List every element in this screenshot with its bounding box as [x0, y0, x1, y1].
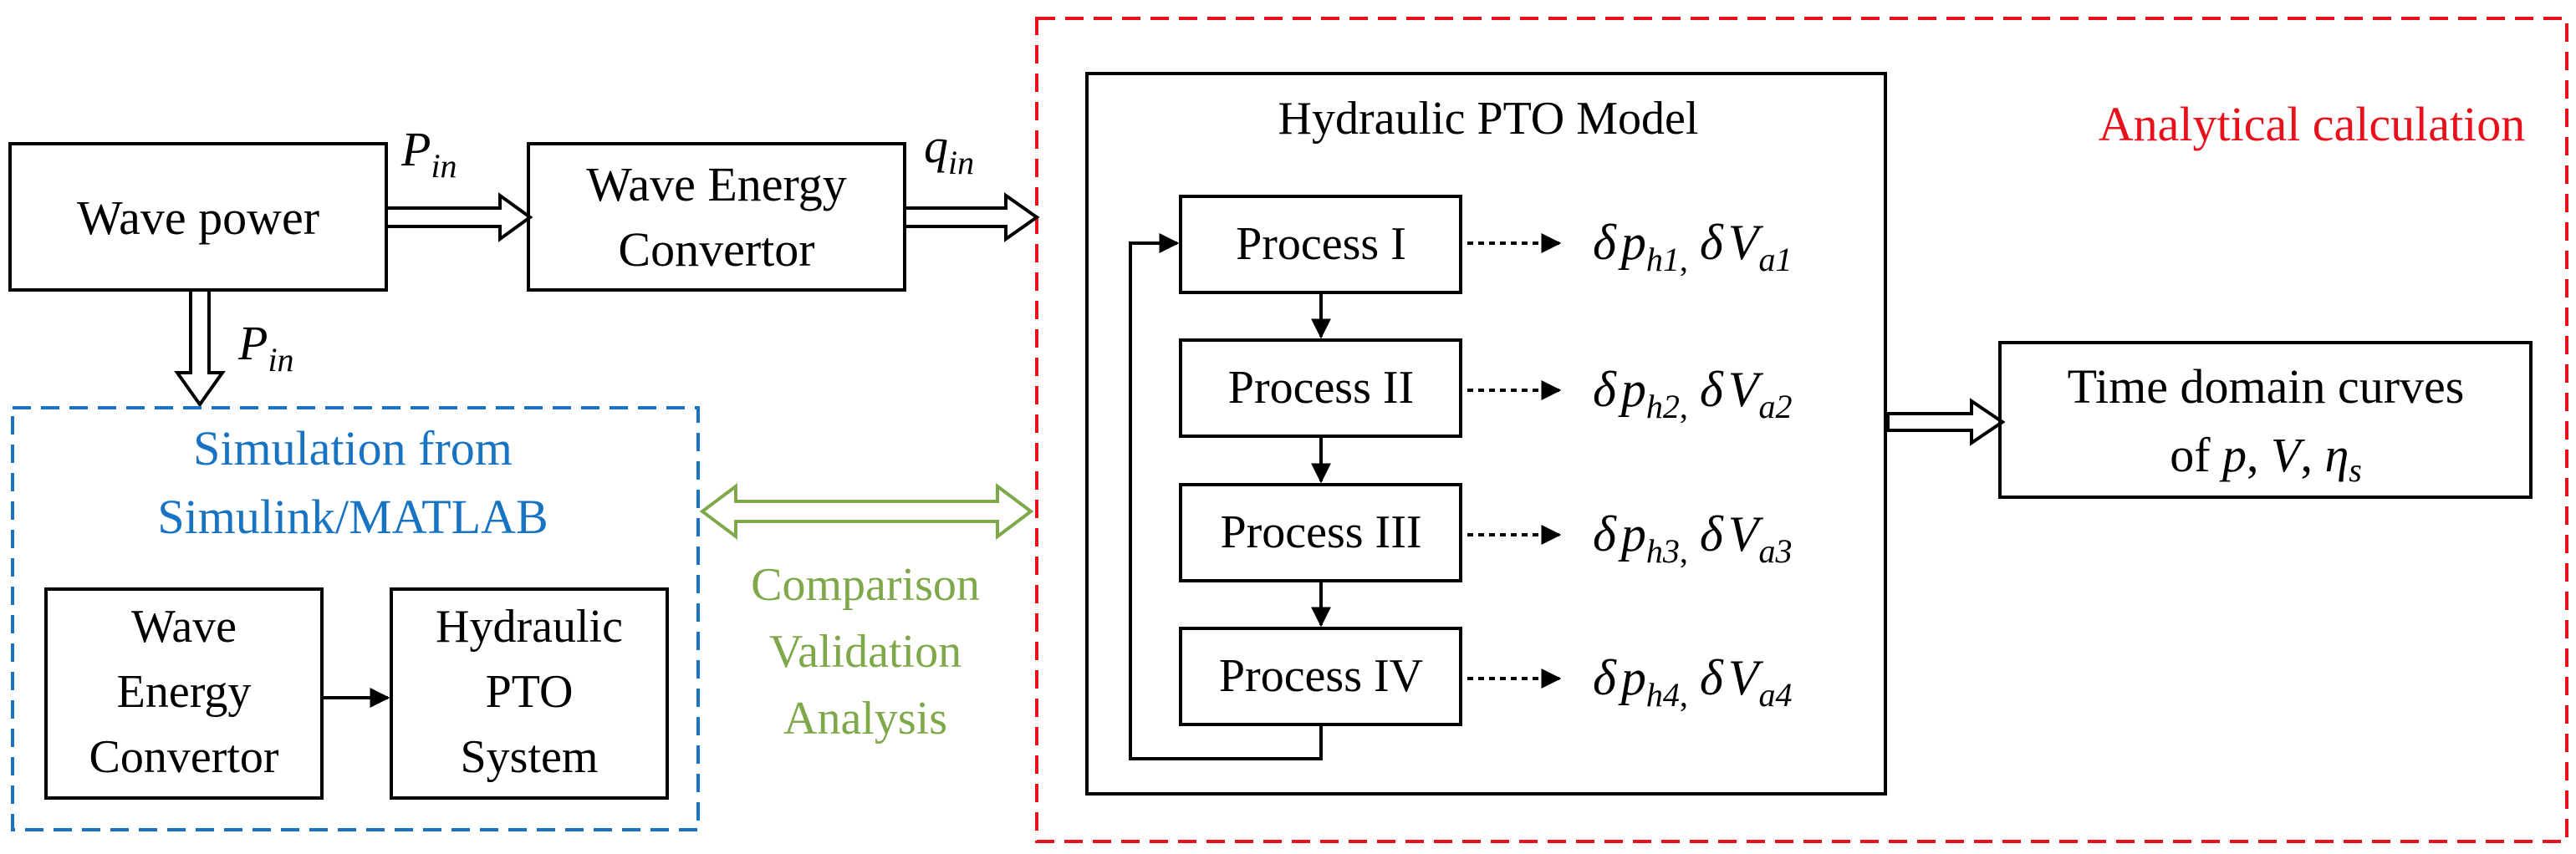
process-iii-block: Process III: [1179, 483, 1462, 582]
analytical-title: Analytical calculation: [2099, 97, 2526, 151]
delta-symbol: δ: [1700, 362, 1724, 417]
v-subscript: a3: [1758, 532, 1792, 570]
comparison-line3: Analysis: [783, 693, 947, 745]
delta-symbol: δ: [1700, 650, 1724, 705]
p-symbol: p: [1618, 650, 1646, 705]
p-subscript: h3: [1646, 532, 1680, 570]
simulation-title-line2: Simulink/MATLAB: [157, 490, 548, 544]
comma: ,: [1680, 532, 1688, 570]
var-p: p: [2219, 428, 2247, 482]
sim-wec-line2: Energy: [117, 666, 252, 718]
delta-symbol: δ: [1700, 506, 1724, 562]
simulation-title-line1: Simulation from: [193, 421, 513, 475]
sep2: ,: [2300, 428, 2313, 482]
p-subscript: h1: [1646, 241, 1680, 278]
of-label: of: [2170, 428, 2211, 482]
p-in-down-label: Pin: [237, 316, 294, 379]
process-iv-label: Process IV: [1219, 650, 1423, 702]
delta-symbol: δ: [1593, 650, 1617, 705]
wave-power-label: Wave power: [77, 191, 319, 245]
p-subscript: h2: [1646, 388, 1680, 425]
var-eta: η: [2324, 428, 2349, 482]
sim-wec-box: [44, 587, 324, 800]
sep1: ,: [2247, 428, 2259, 482]
hydraulic-pto-model-title: Hydraulic PTO Model: [1278, 93, 1699, 145]
time-domain-line2: of p, V, ηs: [2170, 428, 2362, 489]
p-symbol: p: [1618, 362, 1646, 417]
p-in-down-symbol: P: [237, 316, 268, 370]
v-subscript: a4: [1758, 676, 1792, 714]
v-subscript: a2: [1758, 388, 1792, 425]
comma: ,: [1680, 388, 1688, 425]
var-v: V: [2271, 428, 2306, 482]
q-in-label: qin: [924, 119, 974, 181]
simulation-region-border: [11, 406, 700, 831]
p-in-top-symbol: P: [400, 122, 431, 176]
delta-symbol: δ: [1593, 362, 1617, 417]
comma: ,: [1680, 241, 1688, 278]
comma: ,: [1680, 676, 1688, 714]
analytical-region-border: [1035, 17, 2568, 843]
p-symbol: p: [1618, 215, 1646, 270]
q-in-symbol: q: [924, 119, 948, 173]
delta-symbol: δ: [1593, 506, 1617, 562]
hollow-arrow-wave-to-simulation: [174, 288, 226, 408]
sim-pto-line3: System: [461, 731, 599, 783]
p-subscript: h4: [1646, 676, 1680, 714]
delta-symbol: δ: [1700, 215, 1724, 270]
p-in-top-subscript: in: [431, 147, 457, 185]
p-in-top-label: Pin: [400, 122, 457, 185]
p-in-down-subscript: in: [268, 341, 293, 379]
q-in-subscript: in: [948, 144, 974, 181]
sim-wec-line1: Wave: [131, 601, 237, 653]
process-ii-block: Process II: [1179, 338, 1462, 438]
hollow-arrow-wave-to-wec: [385, 192, 533, 242]
process-iv-block: Process IV: [1179, 627, 1462, 726]
wec-line2: Convertor: [618, 222, 814, 277]
process-i-block: Process I: [1179, 195, 1462, 294]
v-symbol: V: [1728, 650, 1764, 705]
sim-wec-line3: Convertor: [89, 731, 278, 783]
time-domain-line1: Time domain curves: [2068, 359, 2465, 414]
wec-line1: Wave Energy: [586, 157, 847, 211]
sim-pto-line1: Hydraulic: [436, 601, 623, 653]
v-symbol: V: [1728, 215, 1764, 270]
comparison-double-arrow: [699, 483, 1034, 540]
v-subscript: a1: [1758, 241, 1792, 278]
delta-symbol: δ: [1593, 215, 1617, 270]
process-ii-label: Process II: [1228, 362, 1414, 414]
v-symbol: V: [1728, 506, 1764, 562]
comparison-line1: Comparison: [751, 559, 980, 611]
v-symbol: V: [1728, 362, 1764, 417]
p-symbol: p: [1618, 506, 1646, 562]
time-domain-box: [1998, 341, 2533, 499]
sim-pto-line2: PTO: [486, 666, 574, 718]
hollow-arrow-wec-to-analytical: [903, 192, 1040, 242]
comparison-line2: Validation: [769, 626, 962, 678]
process-iii-label: Process III: [1220, 506, 1421, 558]
var-eta-sub: s: [2349, 451, 2362, 489]
sim-pto-box: [390, 587, 669, 800]
process-i-label: Process I: [1236, 218, 1406, 270]
feedback-loop-line: [1129, 233, 1323, 760]
hydraulic-pto-model-box: [1085, 72, 1887, 796]
hollow-arrow-to-time-domain: [1886, 398, 2006, 446]
